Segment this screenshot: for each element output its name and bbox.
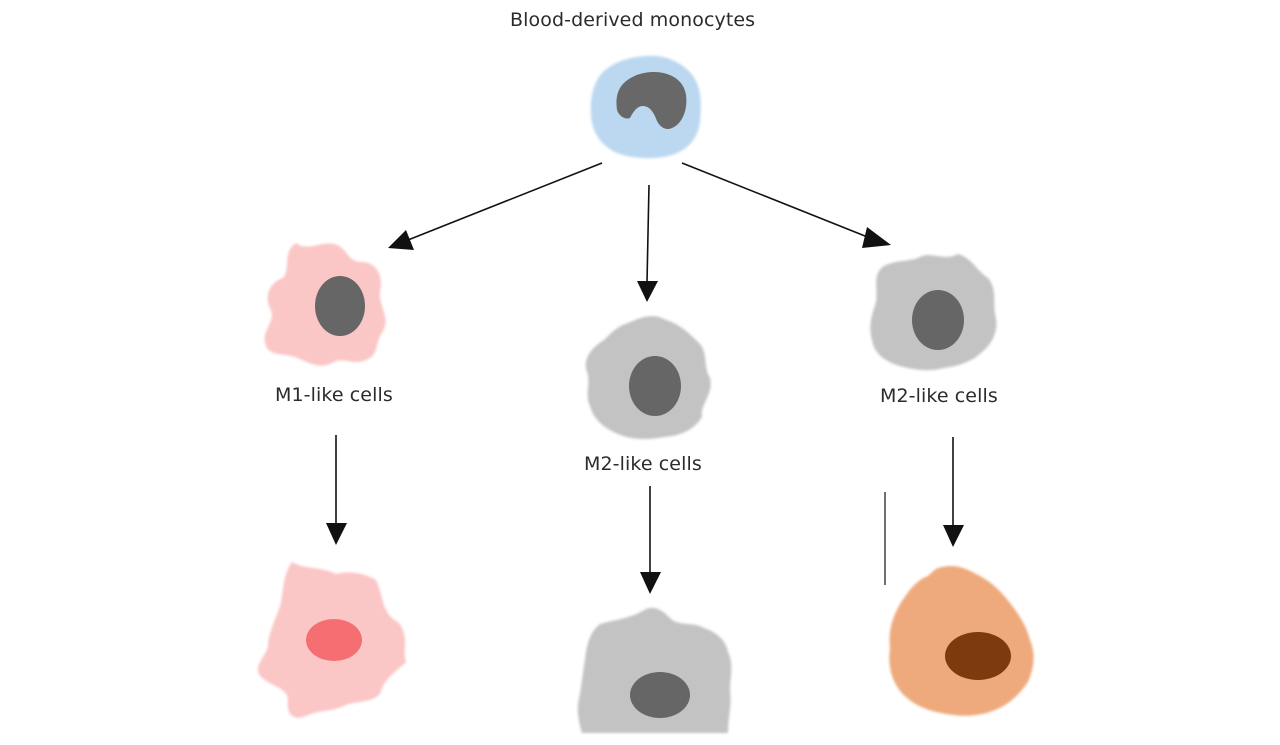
final-m1-cell-nucleus	[306, 619, 362, 661]
m2-center-cell-nucleus	[629, 356, 681, 416]
final-m2-center-cell-nucleus	[630, 672, 690, 718]
m1-like-cells-label: M1-like cells	[275, 384, 393, 406]
m2-like-cells-right-label: M2-like cells	[880, 385, 998, 407]
final-m2-center-cell	[577, 607, 732, 733]
arrow-to-m2-right	[681, 162, 891, 248]
m2-like-center-cell	[585, 316, 711, 439]
final-m2-center-cell-body	[577, 607, 732, 733]
arrow-to-m2-center	[637, 184, 658, 302]
monocyte-cell	[590, 55, 701, 159]
m2-right-cell-nucleus	[912, 290, 964, 350]
arrow-m2-right-down	[943, 437, 964, 547]
final-m2-right-cell-nucleus	[945, 632, 1011, 680]
m2-like-right-cell	[870, 254, 997, 371]
m1-like-cell	[264, 243, 386, 366]
final-m2-right-cell	[889, 566, 1034, 716]
m1-cell-nucleus	[315, 276, 365, 336]
arrow-m2-center-down	[640, 486, 661, 594]
m2-like-cells-center-label: M2-like cells	[584, 453, 702, 475]
final-m1-cell	[257, 562, 406, 718]
arrow-m1-down	[326, 435, 347, 545]
diagram-title: Blood-derived monocytes	[510, 9, 756, 31]
arrow-to-m1	[388, 162, 603, 250]
monocyte-nucleus	[616, 72, 687, 130]
